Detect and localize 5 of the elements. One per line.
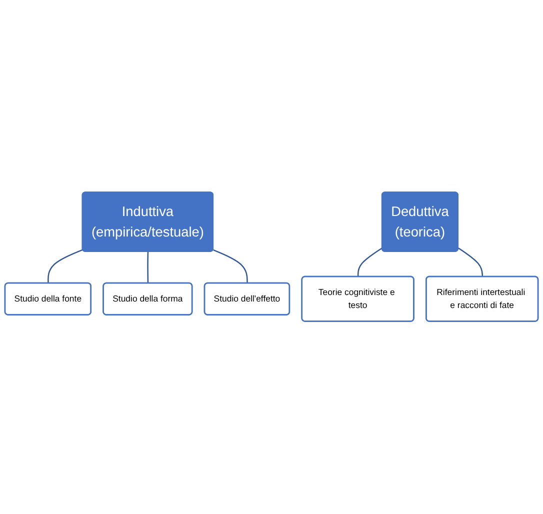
connector — [458, 248, 484, 278]
connector — [147, 252, 149, 284]
connector — [48, 250, 83, 284]
connector — [213, 250, 248, 284]
connector — [357, 248, 382, 278]
